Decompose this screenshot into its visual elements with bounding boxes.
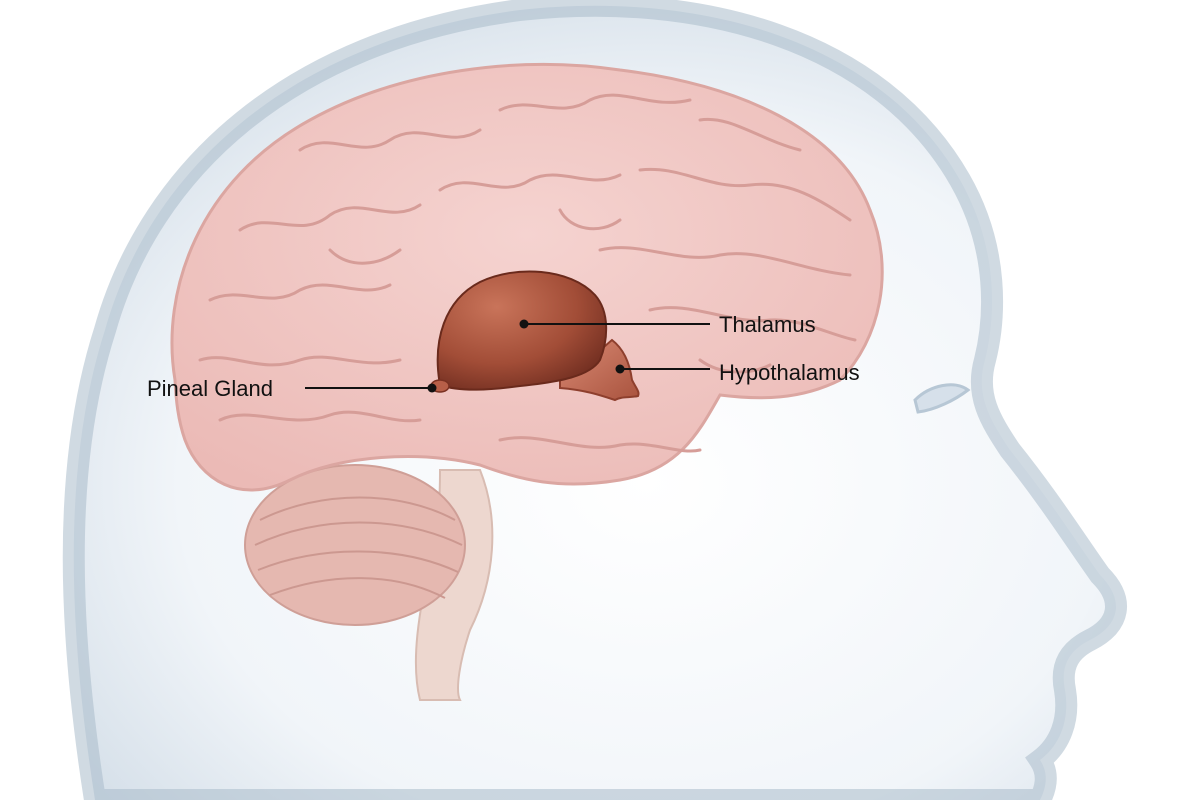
eye-shape: [913, 383, 971, 414]
cerebellum-folds: [254, 496, 463, 599]
thalamus-label: Thalamus: [719, 312, 816, 337]
cerebellum: [244, 464, 466, 626]
leader-lines: [305, 319, 710, 393]
hypothalamus-label: Hypothalamus: [719, 360, 860, 385]
pineal-gland-dot: [427, 383, 437, 393]
thalamus-structure: [436, 270, 608, 391]
thalamus-dot: [519, 319, 529, 329]
pineal-gland-label: Pineal Gland: [147, 376, 273, 401]
cerebrum-folds: [198, 93, 857, 453]
hypothalamus-dot: [615, 364, 625, 374]
hypothalamus-structure: [559, 338, 640, 402]
